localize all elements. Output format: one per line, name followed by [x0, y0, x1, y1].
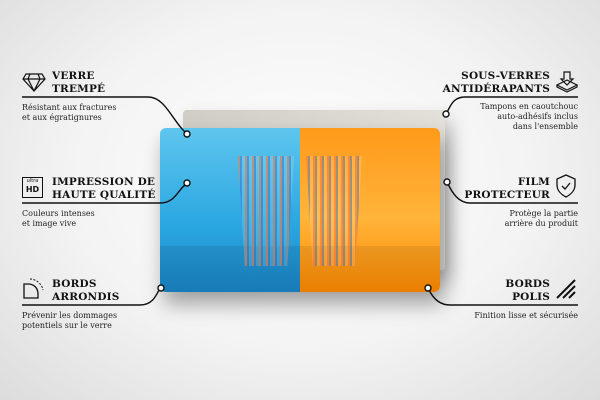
glass-left [238, 156, 294, 266]
feature-description: Finition lisse et sécurisée [474, 311, 578, 320]
diamond-icon [22, 73, 46, 92]
table-surface [160, 246, 440, 292]
glass-print-image [160, 128, 440, 292]
polished-edges-icon [556, 279, 576, 299]
rounded-corner-icon [23, 278, 44, 299]
anti-slip-pads-icon [555, 71, 579, 93]
shield-check-icon [556, 174, 576, 198]
glass-right [306, 156, 362, 266]
